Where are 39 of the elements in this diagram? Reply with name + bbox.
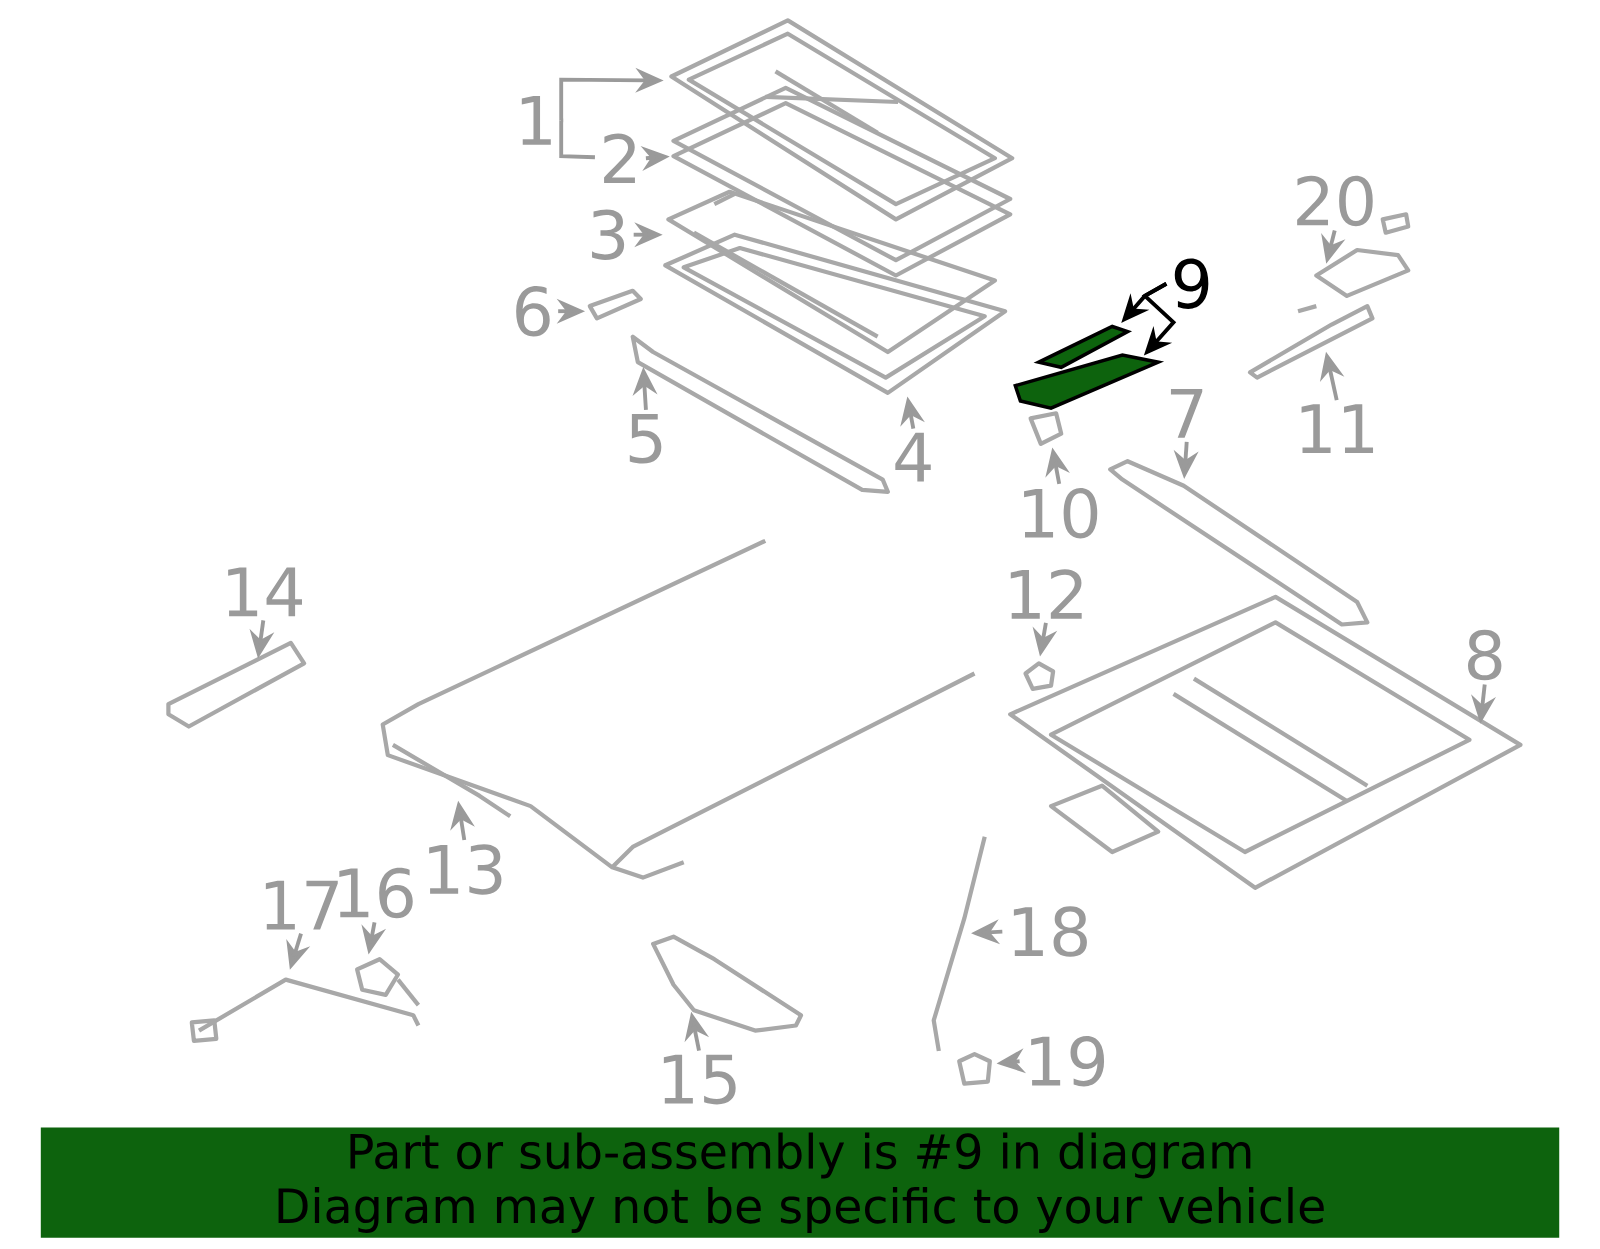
rail-drawing — [1108, 459, 1370, 627]
notice-banner: Part or sub-assembly is #9 in diagram Diagram may not be specific to your vehicle — [40, 1127, 1560, 1238]
callout-number: 5 — [629, 414, 662, 464]
frame-drawing — [666, 189, 998, 355]
clip-drawing — [1028, 411, 1064, 446]
callout-number: 2 — [604, 133, 635, 183]
grommet-drawing — [957, 1052, 992, 1086]
callout-number: 12 — [1010, 569, 1082, 619]
callout-number: 8 — [1468, 629, 1502, 681]
callout-number: 7 — [1170, 388, 1203, 438]
harness-drawing — [189, 977, 421, 1043]
switch-drawing — [355, 957, 421, 1007]
leader-line — [559, 118, 595, 160]
callout-number: 19 — [1031, 1035, 1105, 1087]
callout-number: 18 — [1013, 906, 1087, 957]
callout-number: 4 — [895, 432, 931, 482]
callout-number: 3 — [592, 209, 625, 260]
callout-number: 20 — [1297, 175, 1373, 227]
callout-number: 13 — [429, 844, 502, 895]
clip-drawing — [1023, 661, 1056, 691]
drain-hose-drawing — [931, 836, 987, 1052]
seal-drawing — [671, 85, 1013, 278]
callout-number: 16 — [339, 867, 413, 919]
bracket-drawing — [1247, 304, 1375, 380]
bracket-drawing — [166, 640, 307, 729]
callout-number: 15 — [663, 1054, 736, 1105]
callout-number: 1 — [521, 96, 551, 145]
callout-number: 6 — [516, 285, 550, 337]
callout-number: 11 — [1301, 404, 1374, 453]
motor-drawing — [651, 934, 804, 1033]
panel-drawing — [663, 232, 1008, 395]
callout-number: 10 — [1024, 488, 1098, 539]
clip-drawing — [587, 288, 643, 321]
guide-drawing — [1013, 353, 1165, 411]
glass-panel-drawing — [669, 18, 1015, 222]
deflector-drawing — [630, 334, 890, 494]
callout-number: 14 — [228, 567, 302, 617]
callout-number: 17 — [265, 880, 338, 930]
callout-number: 9 — [1174, 258, 1209, 309]
